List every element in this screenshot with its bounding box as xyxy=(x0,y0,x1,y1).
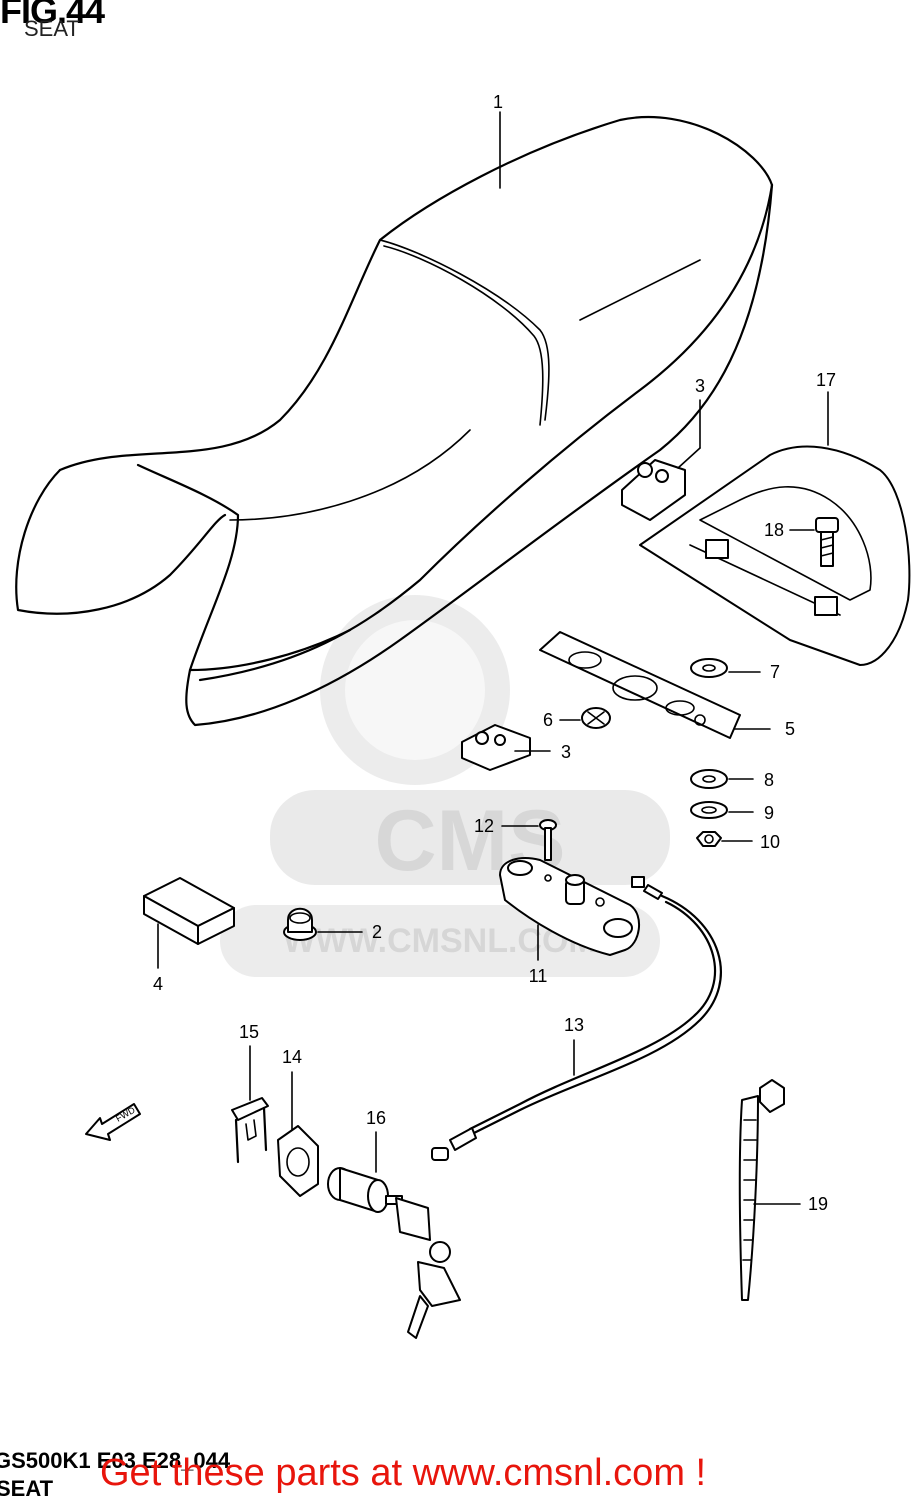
callout-1: 1 xyxy=(493,92,503,112)
key-blade xyxy=(407,1295,429,1339)
part-12-screw[interactable] xyxy=(539,819,557,861)
forward-direction-arrow: FWD xyxy=(85,1103,141,1141)
key-head xyxy=(395,1197,431,1241)
key-head-2 xyxy=(417,1261,461,1307)
part-15-clip[interactable] xyxy=(231,1097,269,1164)
part-2-damper[interactable] xyxy=(283,907,317,941)
part-3-cushion-upper[interactable] xyxy=(621,459,686,521)
callout-12: 12 xyxy=(474,816,494,836)
callout-18: 18 xyxy=(764,520,784,540)
callout-3-upper: 3 xyxy=(695,376,705,396)
part-19-cable-tie[interactable] xyxy=(738,1079,785,1301)
callout-labels: 1 2 3 3 4 5 6 7 8 9 10 11 12 13 14 15 16… xyxy=(153,92,836,1214)
tail-cover-clip xyxy=(814,596,838,616)
part-14-lock-plate[interactable] xyxy=(277,1125,319,1197)
leader-line-3-upper-b xyxy=(677,447,701,469)
model-code: GS500K1 E03 E28_044 xyxy=(0,1448,231,1473)
part-16-lock-cylinder[interactable] xyxy=(327,1167,461,1339)
part-9-washer[interactable] xyxy=(690,801,728,819)
promo-link[interactable]: Get these parts at www.cmsnl.com ! xyxy=(100,1452,707,1494)
part-7-washer[interactable] xyxy=(690,658,728,678)
part-3-cushion-lower[interactable] xyxy=(461,724,531,771)
watermark-logo-band xyxy=(270,790,670,885)
callout-3-lower: 3 xyxy=(561,742,571,762)
callout-16: 16 xyxy=(366,1108,386,1128)
part-11-seat-lock[interactable] xyxy=(499,857,641,956)
part-13-cable[interactable] xyxy=(431,876,722,1161)
part-6-cushion[interactable] xyxy=(581,707,611,729)
callout-7: 7 xyxy=(770,662,780,682)
part-8-washer[interactable] xyxy=(690,769,728,789)
part-4-pad[interactable] xyxy=(143,877,235,945)
callout-6: 6 xyxy=(543,710,553,730)
section-name: SEAT xyxy=(0,1476,54,1501)
callout-4: 4 xyxy=(153,974,163,994)
callout-9: 9 xyxy=(764,803,774,823)
callout-15: 15 xyxy=(239,1022,259,1042)
callout-5: 5 xyxy=(785,719,795,739)
figure-subtitle: SEAT xyxy=(24,16,80,41)
watermark-mascot-face xyxy=(345,620,485,760)
callout-2: 2 xyxy=(372,922,382,942)
callout-14: 14 xyxy=(282,1047,302,1067)
part-5-lock-bracket[interactable] xyxy=(539,631,741,739)
tail-cover-clip-left xyxy=(705,539,729,559)
callout-8: 8 xyxy=(764,770,774,790)
callout-17: 17 xyxy=(816,370,836,390)
callout-19: 19 xyxy=(808,1194,828,1214)
callout-11: 11 xyxy=(529,966,548,986)
figure-title: FIG.44 xyxy=(0,0,105,31)
callout-10: 10 xyxy=(760,832,780,852)
callout-13: 13 xyxy=(564,1015,584,1035)
part-1-seat[interactable] xyxy=(15,115,774,727)
part-10-nut[interactable] xyxy=(696,831,722,847)
watermark-url-text: WWW.CMSNL.COM xyxy=(283,922,597,960)
part-18-bolt[interactable] xyxy=(815,517,839,567)
part-17-tail-cover[interactable] xyxy=(639,445,911,666)
